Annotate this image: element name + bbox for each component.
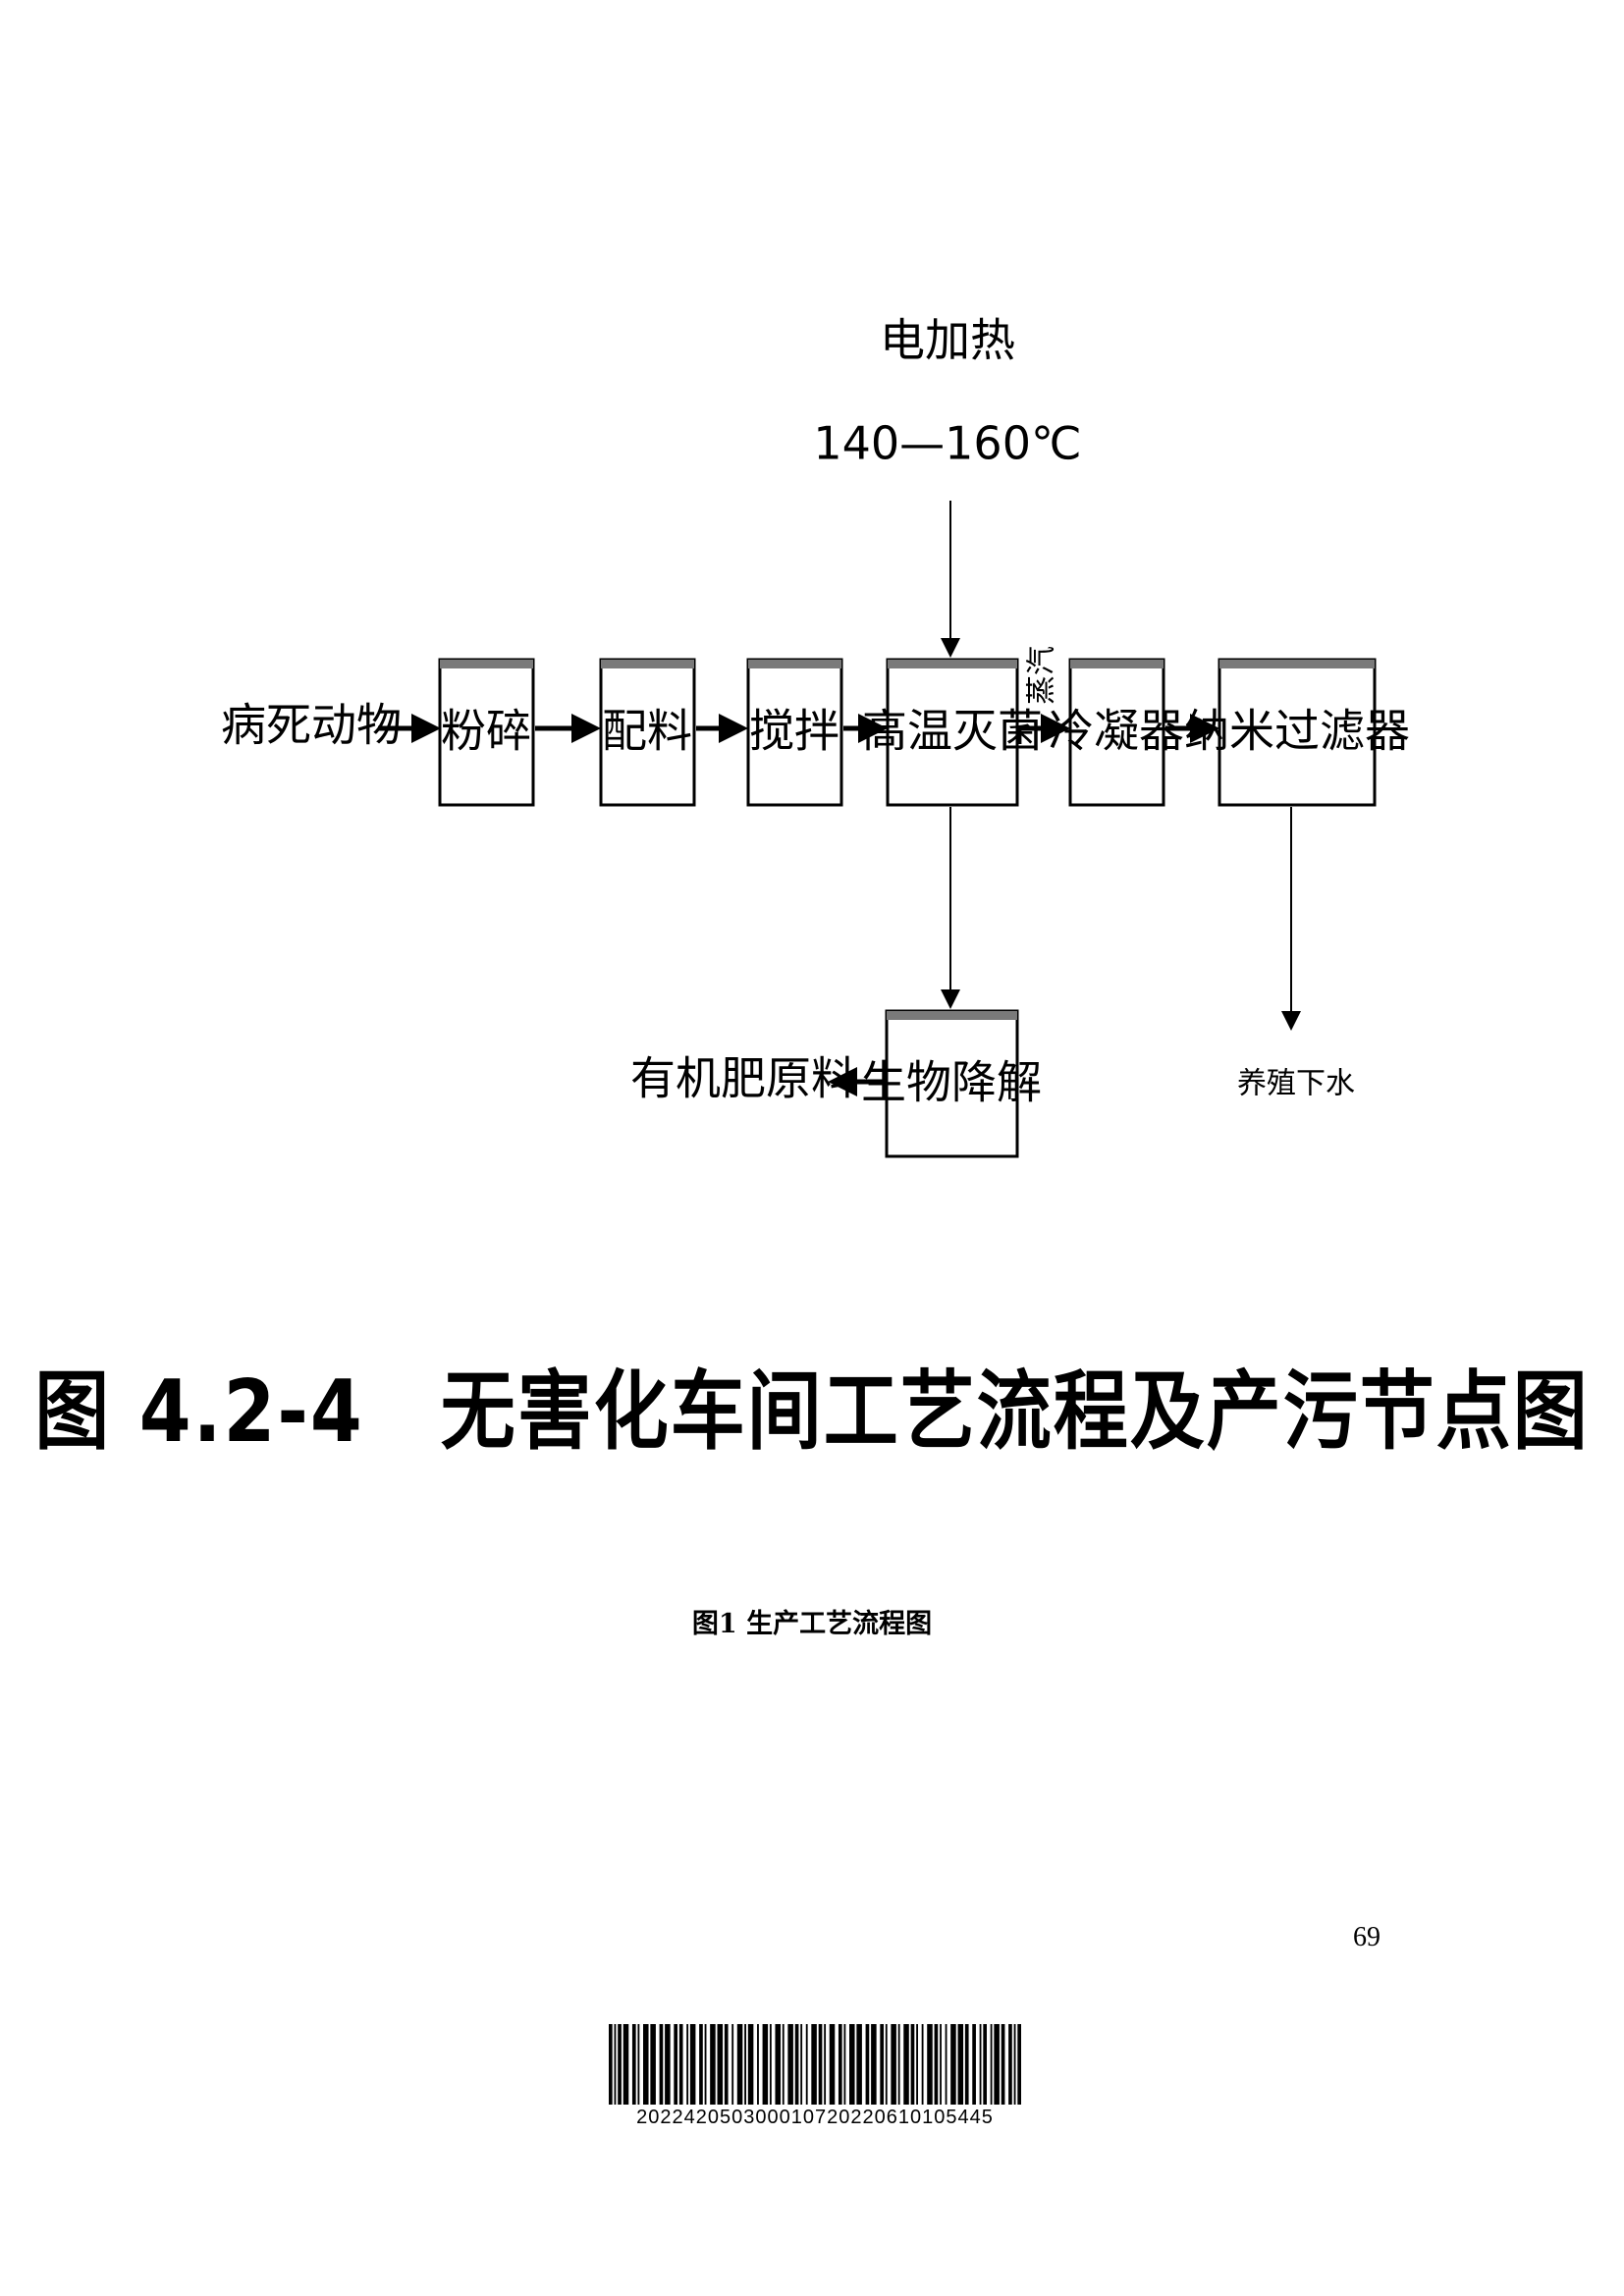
- node-sterilize-label: 高温灭菌: [862, 705, 1043, 758]
- barcode-bar: [643, 2024, 649, 2105]
- barcode-bar: [829, 2024, 836, 2105]
- barcode-bar: [775, 2024, 781, 2105]
- barcode-bar: [637, 2024, 640, 2105]
- node-stir: 搅拌: [746, 658, 843, 807]
- barcode-bar: [916, 2024, 918, 2105]
- barcode-bars: [609, 2024, 1021, 2105]
- barcode-bar: [921, 2024, 924, 2105]
- barcode-bar: [659, 2024, 664, 2105]
- node-biodegrade: 生物降解: [861, 1009, 1042, 1158]
- barcode-bar: [818, 2024, 823, 2105]
- barcode-bar: [957, 2024, 964, 2105]
- barcode-bar: [979, 2024, 982, 2105]
- node-mix-label: 配料: [602, 705, 692, 758]
- barcode-bar: [747, 2024, 754, 2105]
- input-label-electric-heating: 电加热: [880, 314, 1015, 367]
- node-source-label: 病死动物: [221, 699, 402, 752]
- barcode-bar: [843, 2024, 846, 2105]
- node-wastewater-label: 养殖下水: [1237, 1067, 1355, 1101]
- barcode-bar: [927, 2024, 933, 2105]
- figure-heading: 图 4.2-4 无害化车间工艺流程及产污节点图: [34, 1361, 1590, 1462]
- barcode-bar: [678, 2024, 683, 2105]
- barcode-bar: [674, 2024, 677, 2105]
- barcode-bar: [871, 2024, 877, 2105]
- node-stir-label: 搅拌: [749, 705, 839, 758]
- barcode-bar: [618, 2024, 622, 2105]
- barcode-bar: [686, 2024, 689, 2105]
- barcode-bar: [849, 2024, 855, 2105]
- node-nanofilter-label: 纳米过滤器: [1184, 705, 1410, 758]
- barcode-bar: [757, 2024, 759, 2105]
- barcode-bar: [1013, 2024, 1016, 2105]
- barcode-bar: [1017, 2024, 1021, 2105]
- process-flow-diagram: 电加热 140—160℃ 病死动物 粉碎 配料 搅拌 高温灭菌 冷凝器: [221, 314, 1410, 1158]
- node-crush-label: 粉碎: [441, 705, 531, 758]
- barcode-bar: [710, 2024, 716, 2105]
- barcode-bar: [744, 2024, 746, 2105]
- barcode-bar: [731, 2024, 734, 2105]
- barcode-bar: [964, 2024, 969, 2105]
- barcode-bar: [1008, 2024, 1012, 2105]
- node-condenser-label: 冷凝器: [1049, 705, 1184, 758]
- temperature-label: 140—160℃: [813, 417, 1081, 470]
- barcode-bar: [811, 2024, 817, 2105]
- barcode-bar: [800, 2024, 803, 2105]
- barcode-bar: [623, 2024, 629, 2105]
- barcode-number: 20224205030001072022061010544​5: [636, 2107, 994, 2128]
- barcode-bar: [782, 2024, 785, 2105]
- barcode-bar: [736, 2024, 743, 2105]
- node-nanofilter: 纳米过滤器: [1184, 658, 1410, 807]
- barcode-bar: [689, 2024, 696, 2105]
- barcode-bar: [762, 2024, 769, 2105]
- steam-label: 蒸汽: [1025, 646, 1059, 705]
- node-mix: 配料: [599, 658, 696, 807]
- barcode-bar: [945, 2024, 947, 2105]
- barcode-bar: [994, 2024, 1000, 2105]
- barcode-bar: [885, 2024, 888, 2105]
- barcode-bar: [910, 2024, 915, 2105]
- barcode-bar: [1001, 2024, 1005, 2105]
- barcode-bar: [983, 2024, 987, 2105]
- barcode-bar: [717, 2024, 724, 2105]
- barcode-bar: [650, 2024, 656, 2105]
- barcode-bar: [856, 2024, 862, 2105]
- page-number: 69: [1353, 1922, 1380, 1952]
- node-crush: 粉碎: [438, 658, 535, 807]
- barcode-bar: [805, 2024, 808, 2105]
- barcode-bar: [665, 2024, 671, 2105]
- barcode-bar: [704, 2024, 707, 2105]
- barcode-bar: [990, 2024, 993, 2105]
- barcode-bar: [609, 2024, 613, 2105]
- barcode-bar: [950, 2024, 956, 2105]
- barcode-bar: [724, 2024, 729, 2105]
- barcode-bar: [699, 2024, 703, 2105]
- node-sterilize: 高温灭菌: [862, 658, 1043, 807]
- barcode-bar: [880, 2024, 884, 2105]
- barcode-bar: [769, 2024, 772, 2105]
- figure-caption: 图1 生产工艺流程图: [691, 1609, 933, 1639]
- barcode-bar: [934, 2024, 939, 2105]
- barcode-bar: [631, 2024, 636, 2105]
- barcode-bar: [838, 2024, 842, 2105]
- barcode-bar: [787, 2024, 793, 2105]
- barcode-bar: [972, 2024, 976, 2105]
- node-output-label: 有机肥原料: [630, 1052, 856, 1105]
- barcode-bar: [865, 2024, 870, 2105]
- barcode-bar: [891, 2024, 896, 2105]
- barcode-bar: [824, 2024, 827, 2105]
- barcode-bar: [614, 2024, 617, 2105]
- node-biodegrade-label: 生物降解: [861, 1056, 1042, 1109]
- barcode-bar: [940, 2024, 942, 2105]
- barcode-bar: [897, 2024, 900, 2105]
- barcode-bar: [794, 2024, 799, 2105]
- barcode: 20224205030001072022061010544​5: [609, 2024, 1021, 2129]
- node-condenser: 冷凝器: [1049, 658, 1184, 807]
- barcode-bar: [903, 2024, 909, 2105]
